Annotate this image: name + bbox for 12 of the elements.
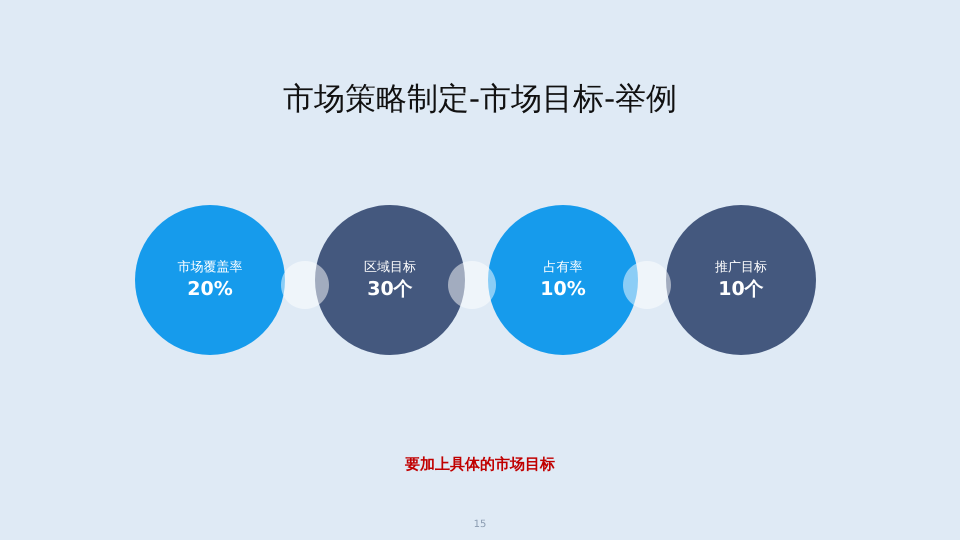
target-name: 区域目标	[364, 259, 416, 277]
target-value: 20%	[187, 277, 233, 301]
slide-title: 市场策略制定-市场目标-举例	[282, 80, 678, 119]
target-name: 占有率	[544, 259, 582, 277]
target-value: 10个	[718, 277, 764, 301]
target-value: 10%	[540, 277, 586, 301]
page-number: 15	[472, 519, 488, 530]
connector-circle	[623, 261, 671, 309]
target-value: 30个	[367, 277, 413, 301]
target-name: 推广目标	[715, 259, 767, 277]
target-name: 市场覆盖率	[178, 259, 242, 277]
note-text: 要加上具体的市场目标	[404, 455, 556, 474]
